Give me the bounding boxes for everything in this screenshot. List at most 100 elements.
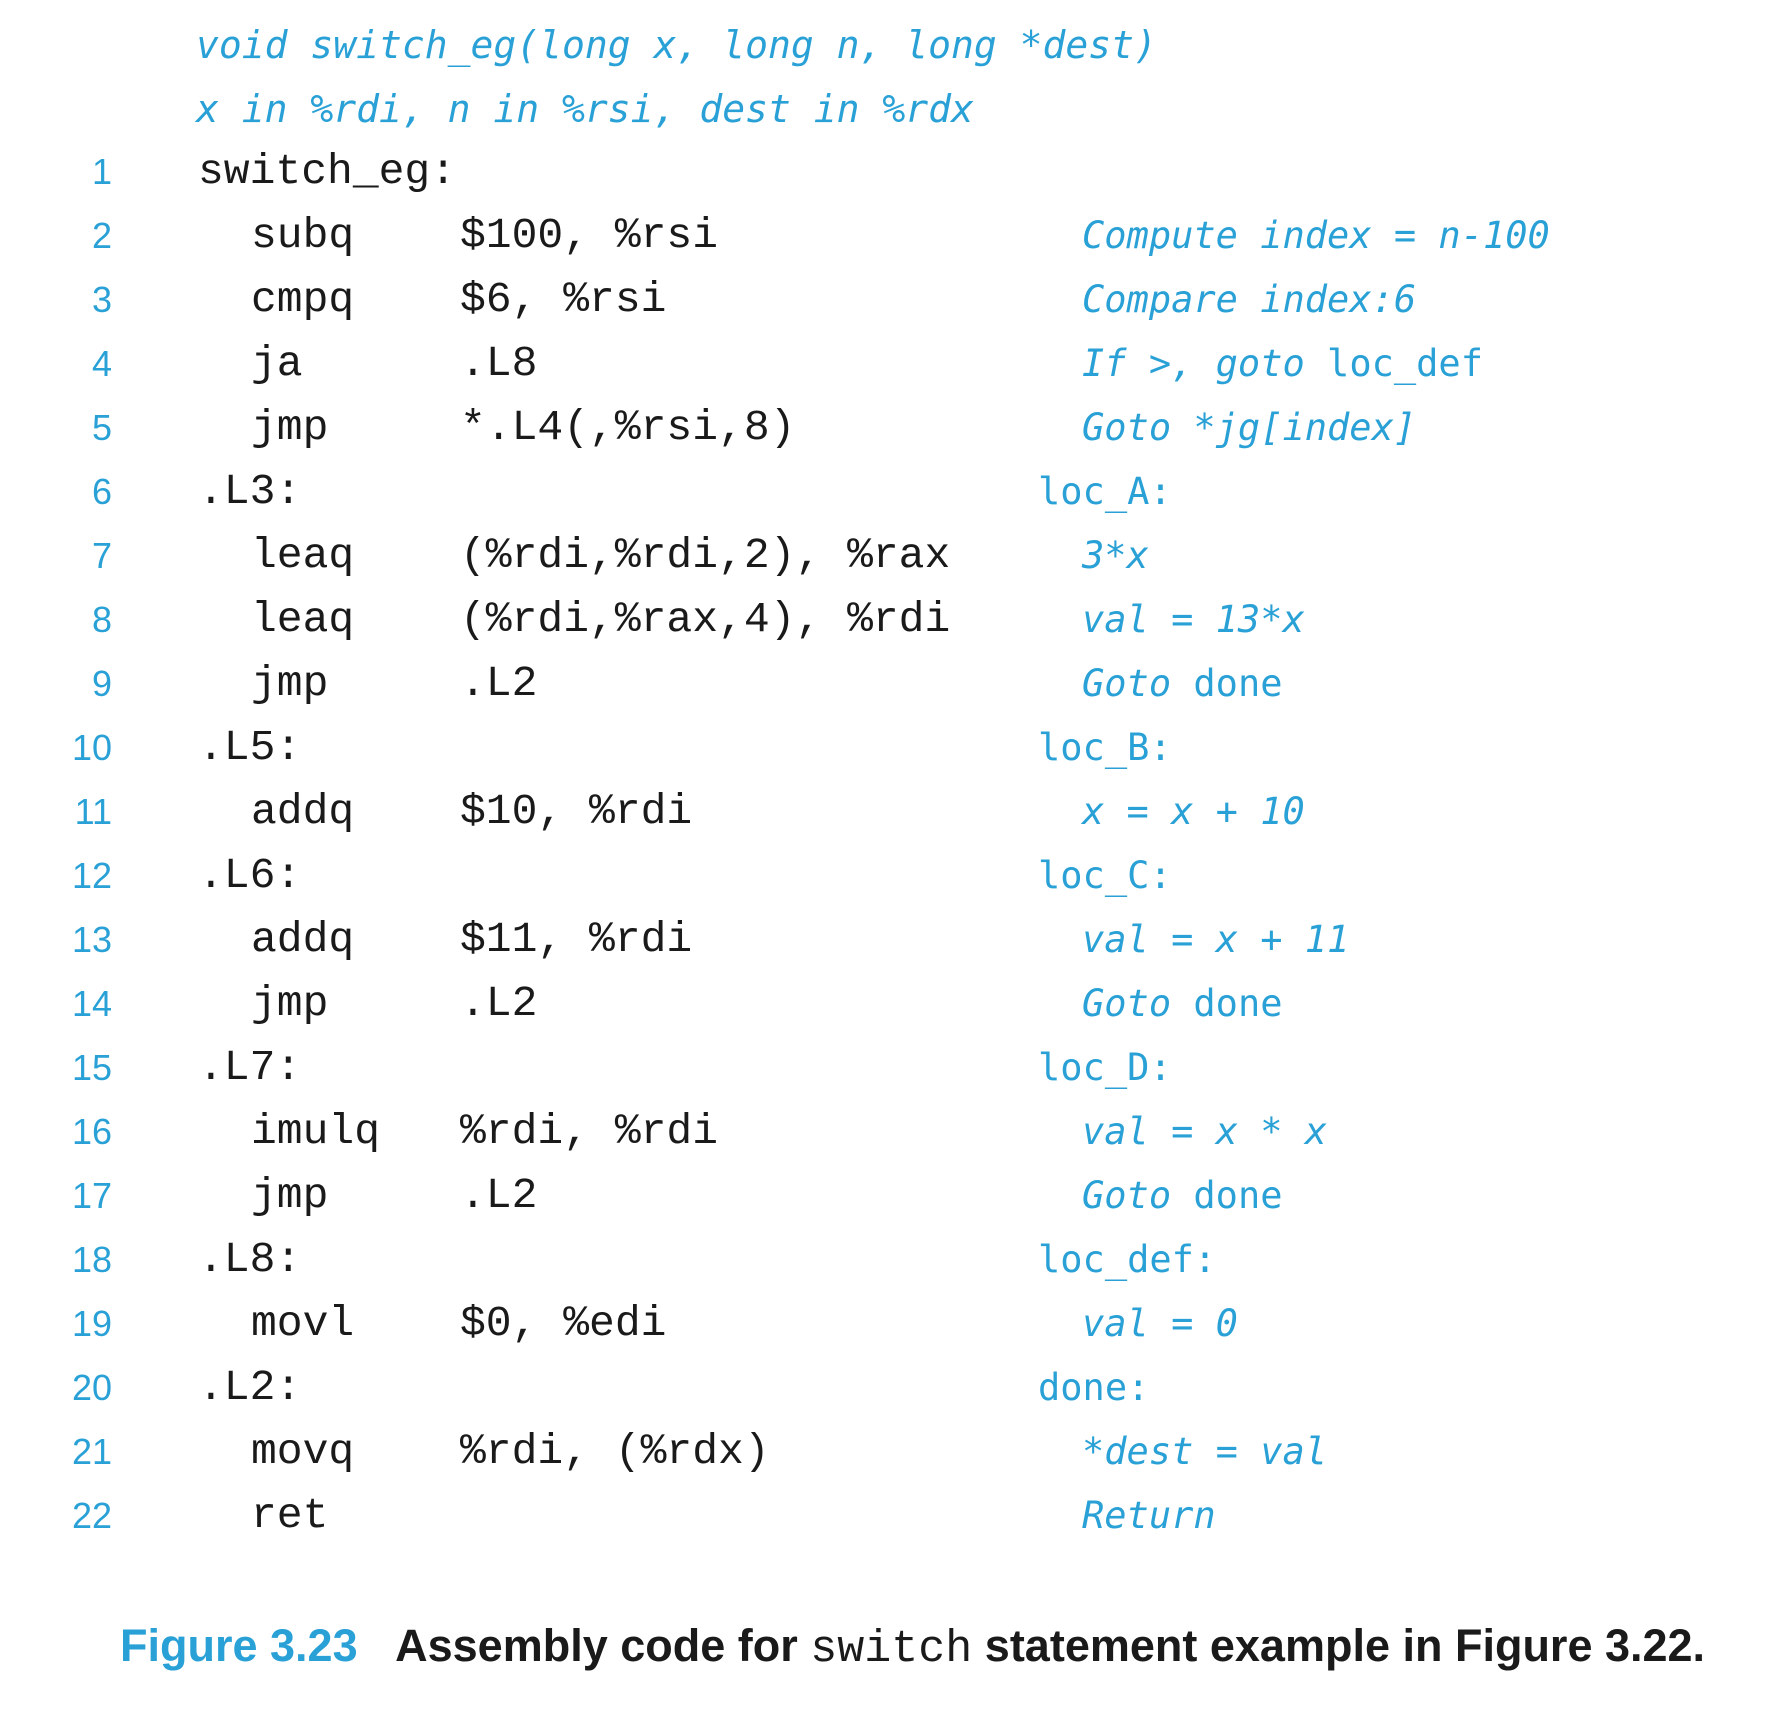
asm-label: switch_eg: <box>198 147 457 196</box>
asm-label: .L2: <box>198 1363 302 1412</box>
code-line: 19 movl $0, %edi val = 0 <box>0 1292 1782 1356</box>
comment-text: val = x * x <box>1082 1110 1328 1153</box>
line-number: 22 <box>71 1495 112 1536</box>
line-number: 12 <box>71 855 112 896</box>
comment: Goto done <box>1082 1164 1283 1228</box>
asm-operands: $10, %rdi <box>460 787 693 836</box>
code-line: 17 jmp .L2 Goto done <box>0 1164 1782 1228</box>
line-number: 1 <box>91 151 112 192</box>
asm-label: .L7: <box>198 1043 302 1092</box>
asm-operands: .L2 <box>460 979 538 1028</box>
comment-text: *dest = val <box>1082 1430 1328 1473</box>
line-number: 16 <box>71 1111 112 1152</box>
line-number: 9 <box>91 663 112 704</box>
comment-text: Goto *jg[index] <box>1082 406 1417 449</box>
caption-text-after: statement example in Figure 3.22. <box>972 1620 1706 1671</box>
comment-text: Goto <box>1082 982 1194 1025</box>
asm-operands: (%rdi,%rdi,2), %rax <box>460 531 951 580</box>
line-number: 7 <box>91 535 112 576</box>
comment-label: loc_B: <box>1038 726 1172 769</box>
comment: Compute index = n-100 <box>1082 204 1550 268</box>
asm-opcode: jmp <box>251 1171 329 1220</box>
asm-operands: $0, %edi <box>460 1299 667 1348</box>
comment: Goto done <box>1082 652 1283 716</box>
asm-opcode: movl <box>251 1299 355 1348</box>
comment: Goto done <box>1082 972 1283 1036</box>
code-line: 1 switch_eg: <box>0 140 1782 204</box>
asm-opcode: subq <box>251 211 355 260</box>
comment: *dest = val <box>1082 1420 1327 1484</box>
line-number: 21 <box>71 1431 112 1472</box>
line-number: 17 <box>71 1175 112 1216</box>
code-line: 12 .L6: loc_C: <box>0 844 1782 908</box>
code-line: 16 imulq %rdi, %rdi val = x * x <box>0 1100 1782 1164</box>
line-number: 8 <box>91 599 112 640</box>
caption-code-word: switch <box>810 1624 973 1675</box>
comment: If >, goto loc_def <box>1082 332 1483 396</box>
asm-opcode: addq <box>251 787 355 836</box>
code-line: 7 leaq (%rdi,%rdi,2), %rax 3*x <box>0 524 1782 588</box>
asm-opcode: jmp <box>251 979 329 1028</box>
asm-label: .L6: <box>198 851 302 900</box>
comment-text: val = 0 <box>1082 1302 1238 1345</box>
comment-label: loc_A: <box>1038 470 1172 513</box>
line-number: 19 <box>71 1303 112 1344</box>
comment-label: loc_C: <box>1038 854 1172 897</box>
register-mapping: x in %rdi, n in %rsi, dest in %rdx <box>196 87 974 131</box>
asm-opcode: ja <box>251 339 303 388</box>
asm-opcode: jmp <box>251 403 329 452</box>
asm-opcode: leaq <box>251 531 355 580</box>
line-number: 18 <box>71 1239 112 1280</box>
asm-opcode: imulq <box>251 1107 381 1156</box>
code-line: 6 .L3: loc_A: <box>0 460 1782 524</box>
comment-text: Compute index = n-100 <box>1082 214 1550 257</box>
asm-opcode: leaq <box>251 595 355 644</box>
caption-text-before: Assembly code for <box>395 1620 811 1671</box>
code-line: 9 jmp .L2 Goto done <box>0 652 1782 716</box>
asm-opcode: ret <box>251 1491 329 1540</box>
asm-opcode: cmpq <box>251 275 355 324</box>
asm-operands: $6, %rsi <box>460 275 667 324</box>
line-number: 2 <box>91 215 112 256</box>
comment-label: done: <box>1038 1366 1150 1409</box>
code-line: 21 movq %rdi, (%rdx) *dest = val <box>0 1420 1782 1484</box>
comment: Goto *jg[index] <box>1082 396 1416 460</box>
comment-target: done <box>1193 662 1283 705</box>
line-number: 11 <box>74 791 112 832</box>
line-number: 14 <box>71 983 112 1024</box>
asm-opcode: movq <box>251 1427 355 1476</box>
figure-caption: Figure 3.23 Assembly code for switch sta… <box>70 1565 1705 1731</box>
comment-text: Compare index:6 <box>1082 278 1417 321</box>
comment-text: Goto <box>1082 1174 1194 1217</box>
comment: 3*x <box>1082 524 1149 588</box>
comment: val = x * x <box>1082 1100 1327 1164</box>
asm-operands: .L2 <box>460 659 538 708</box>
comment: Compare index:6 <box>1082 268 1416 332</box>
asm-label: .L8: <box>198 1235 302 1284</box>
function-signature: void switch_eg(long x, long n, long *des… <box>196 23 1157 67</box>
comment-label: loc_def: <box>1038 1238 1217 1281</box>
comment-text: Return <box>1082 1494 1216 1537</box>
comment-target: loc_def <box>1327 342 1483 385</box>
code-line: 22 ret Return <box>0 1484 1782 1548</box>
code-line: 14 jmp .L2 Goto done <box>0 972 1782 1036</box>
line-number: 15 <box>71 1047 112 1088</box>
comment: val = 13*x <box>1082 588 1305 652</box>
asm-label: .L3: <box>198 467 302 516</box>
asm-operands: .L8 <box>460 339 538 388</box>
line-number: 6 <box>91 471 112 512</box>
comment-target: done <box>1193 982 1283 1025</box>
asm-opcode: jmp <box>251 659 329 708</box>
asm-operands: .L2 <box>460 1171 538 1220</box>
asm-label: .L5: <box>198 723 302 772</box>
assembly-figure: void switch_eg(long x, long n, long *des… <box>0 23 1782 1675</box>
asm-operands: %rdi, %rdi <box>460 1107 719 1156</box>
line-number: 3 <box>91 279 112 320</box>
comment-text: 3*x <box>1082 534 1149 577</box>
asm-operands: %rdi, (%rdx) <box>460 1427 770 1476</box>
